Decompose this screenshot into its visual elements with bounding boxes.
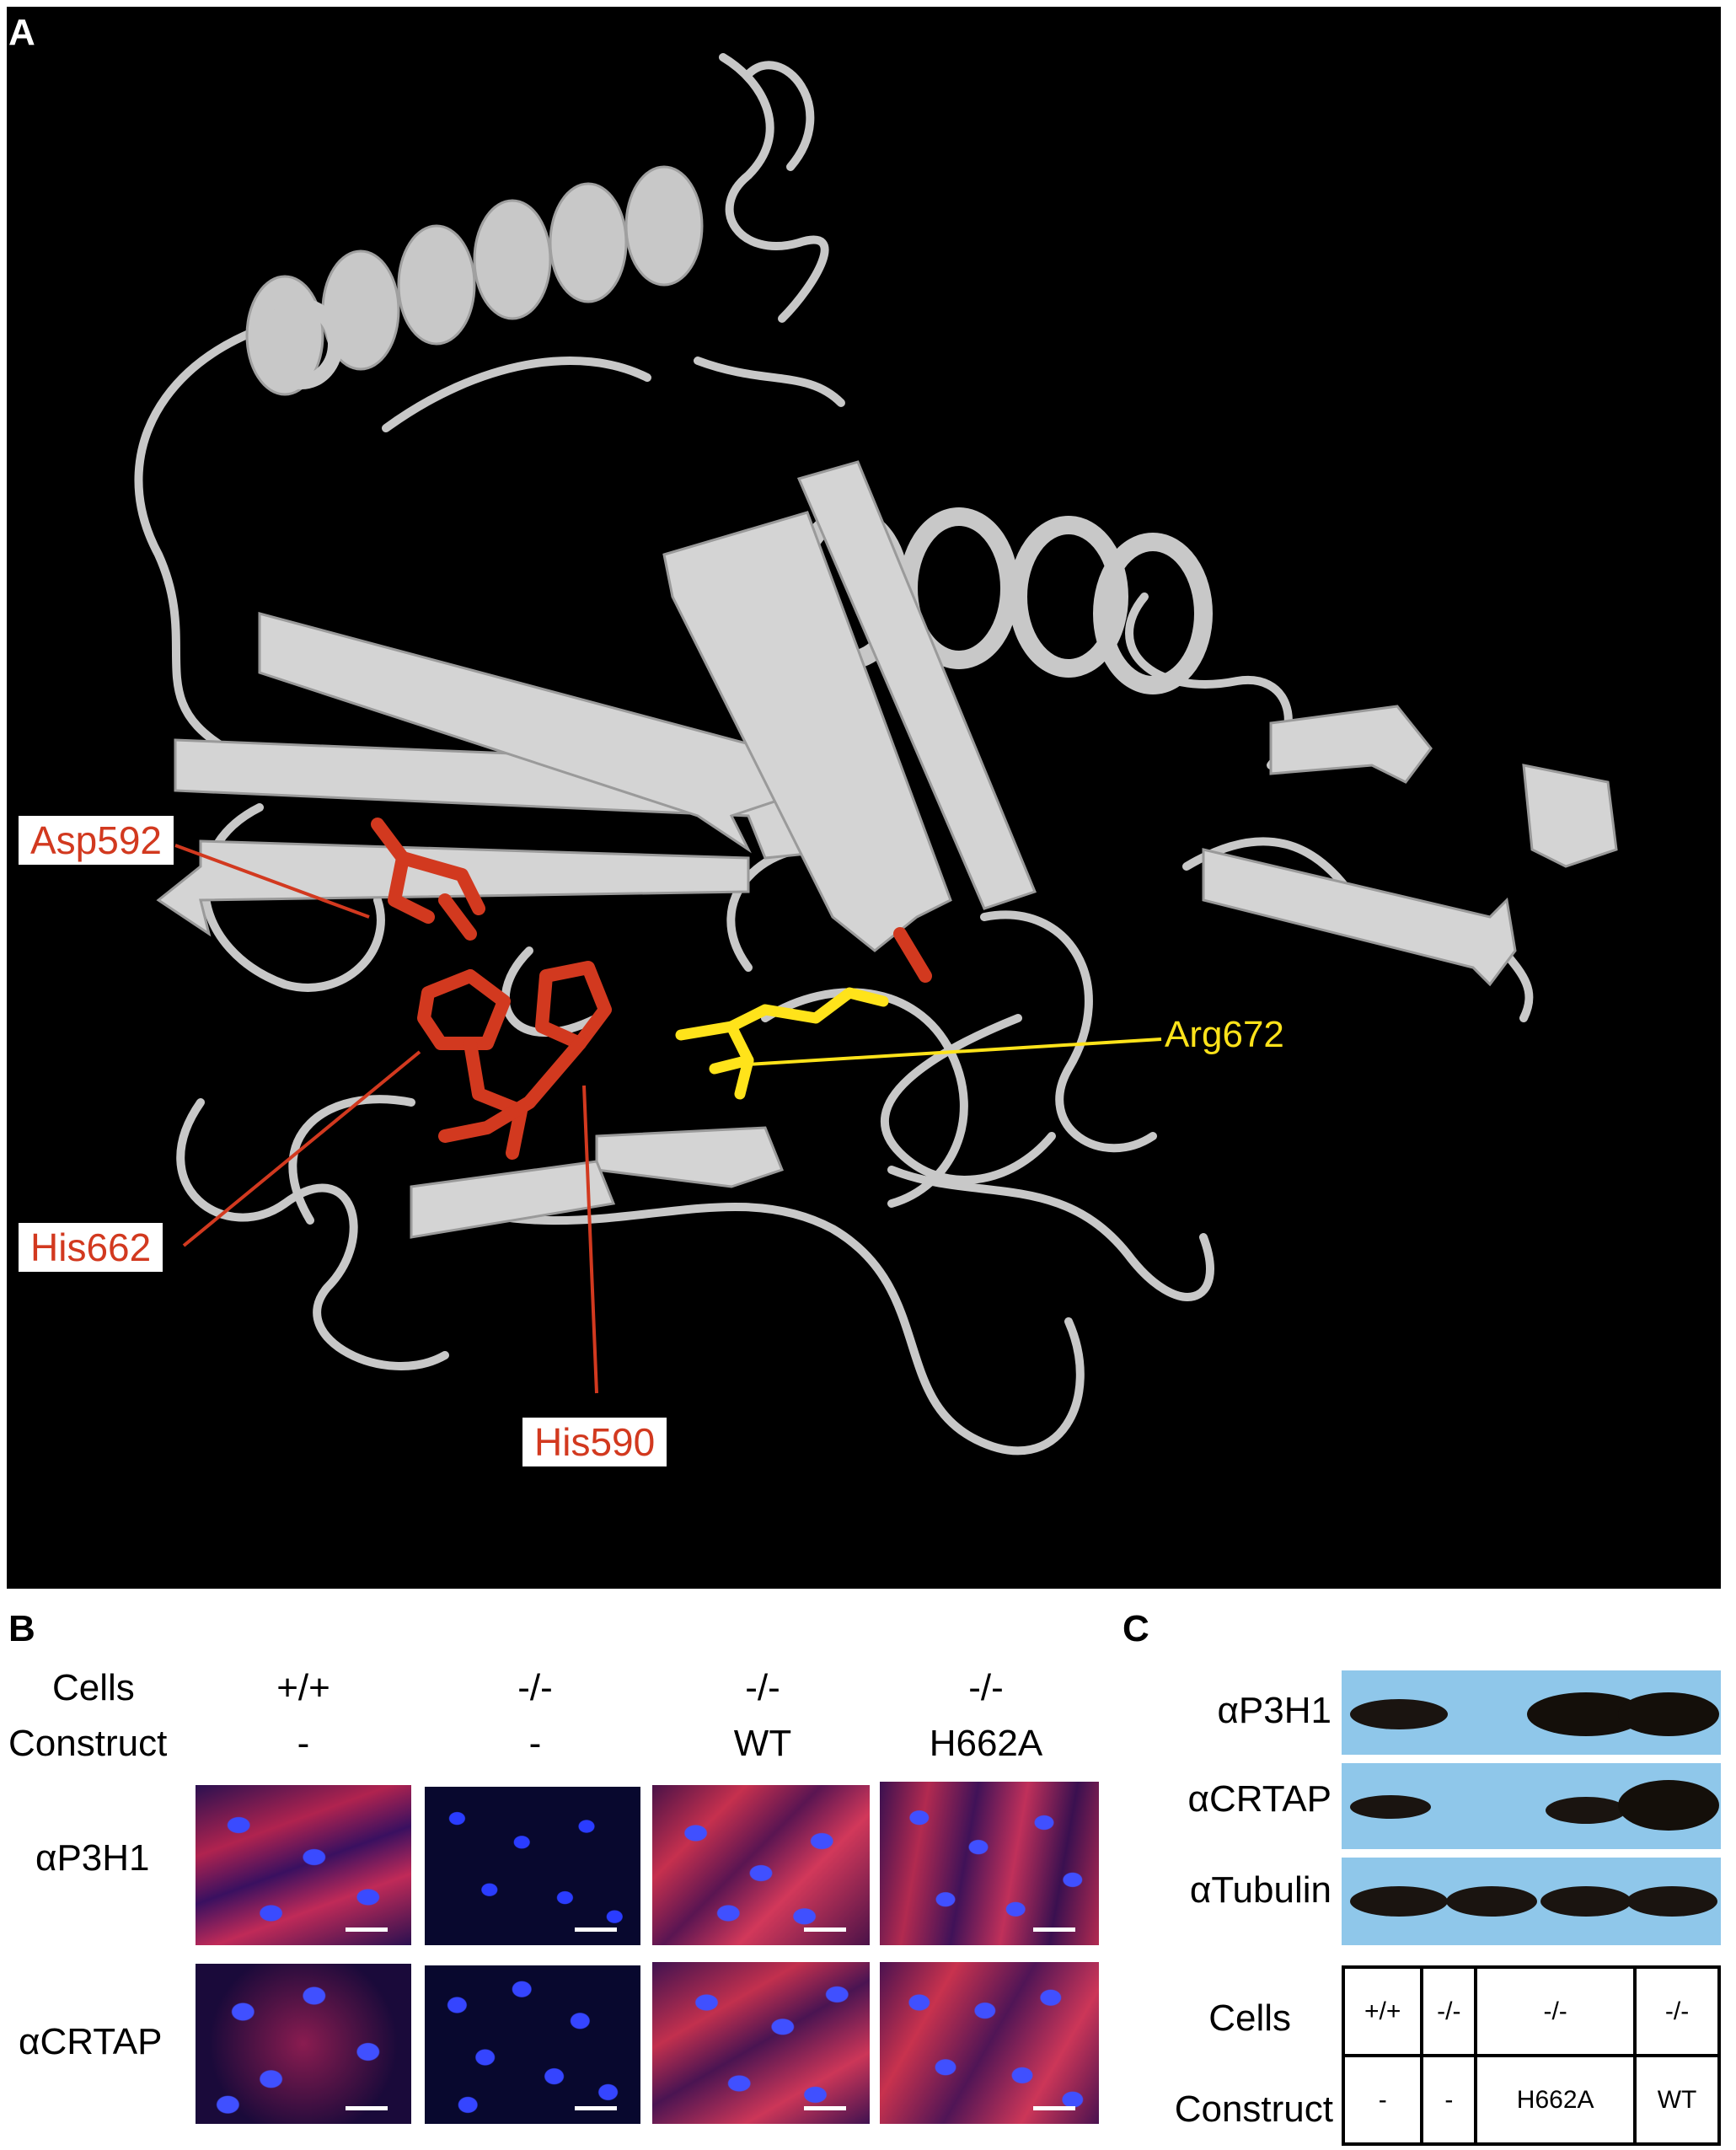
construct-label: Construct xyxy=(8,1723,168,1764)
panel-b-letter: B xyxy=(8,1608,35,1649)
micrograph-crtap-ko-h662a xyxy=(880,1962,1099,2124)
col-2-cells: -/- xyxy=(517,1667,553,1708)
panel-a-letter: A xyxy=(8,12,35,53)
micrograph-crtap-ko-cells xyxy=(425,1965,640,2124)
table-cell: -/- xyxy=(1633,1965,1721,2057)
col-2-construct: - xyxy=(528,1723,542,1764)
blot-bands xyxy=(1350,1692,1719,1736)
table-cell: -/- xyxy=(1420,1965,1478,2057)
col-1-construct: - xyxy=(297,1723,310,1764)
western-blot-tubulin xyxy=(1342,1858,1721,1945)
protein-ribbon-diagram xyxy=(134,53,1618,1456)
micrograph-p3h1-wt-cells xyxy=(196,1785,411,1945)
micrograph-p3h1-ko-h662a xyxy=(880,1782,1099,1945)
col-4-construct: H662A xyxy=(929,1723,1043,1764)
blot-bands xyxy=(1350,1886,1717,1917)
table-cell: H662A xyxy=(1474,2054,1637,2146)
table-cells-label: Cells xyxy=(1208,1997,1291,2039)
scale-bar xyxy=(575,1927,617,1932)
table-cell: - xyxy=(1341,2054,1424,2146)
protein-structure-image xyxy=(7,7,1721,1589)
micrograph-crtap-wt-cells xyxy=(196,1964,411,2124)
col-4-cells: -/- xyxy=(968,1667,1004,1708)
row-crtap-label: αCRTAP xyxy=(19,2021,163,2062)
col-3-cells: -/- xyxy=(745,1667,780,1708)
table-cell: -/- xyxy=(1474,1965,1637,2057)
scale-bar xyxy=(804,2106,846,2110)
table-cell: WT xyxy=(1633,2054,1721,2146)
table-cell: - xyxy=(1420,2054,1478,2146)
blot-tubulin-label: αTubulin xyxy=(1189,1869,1331,1911)
sample-table: +/+ -/- -/- -/- - - H662A WT xyxy=(1341,1965,1721,2146)
micrograph-crtap-ko-wt xyxy=(652,1962,870,2124)
micrograph-p3h1-ko-cells xyxy=(425,1787,640,1945)
micrograph-p3h1-ko-wt xyxy=(652,1785,870,1945)
scale-bar xyxy=(575,2106,617,2110)
western-blot-crtap xyxy=(1342,1763,1721,1849)
table-cell: +/+ xyxy=(1341,1965,1424,2057)
scale-bar xyxy=(1033,2106,1075,2110)
blot-bands xyxy=(1350,1780,1719,1831)
col-1-cells: +/+ xyxy=(276,1667,330,1708)
row-p3h1-label: αP3H1 xyxy=(35,1837,150,1879)
label-his662: His662 xyxy=(19,1223,163,1272)
cells-label: Cells xyxy=(52,1667,135,1708)
label-asp592: Asp592 xyxy=(19,816,174,865)
label-his590: His590 xyxy=(522,1418,667,1466)
scale-bar xyxy=(346,2106,388,2110)
table-row-construct: - - H662A WT xyxy=(1341,2054,1721,2146)
scale-bar xyxy=(346,1927,388,1932)
panel-c-letter: C xyxy=(1123,1608,1149,1649)
scale-bar xyxy=(1033,1927,1075,1932)
table-row-cells: +/+ -/- -/- -/- xyxy=(1341,1965,1721,2057)
blot-crtap-label: αCRTAP xyxy=(1187,1778,1332,1820)
label-arg672: Arg672 xyxy=(1165,1014,1284,1055)
scale-bar xyxy=(804,1927,846,1932)
western-blot-p3h1 xyxy=(1342,1670,1721,1755)
blot-p3h1-label: αP3H1 xyxy=(1217,1690,1331,1731)
col-3-construct: WT xyxy=(733,1723,792,1764)
table-construct-label: Construct xyxy=(1174,2088,1333,2130)
